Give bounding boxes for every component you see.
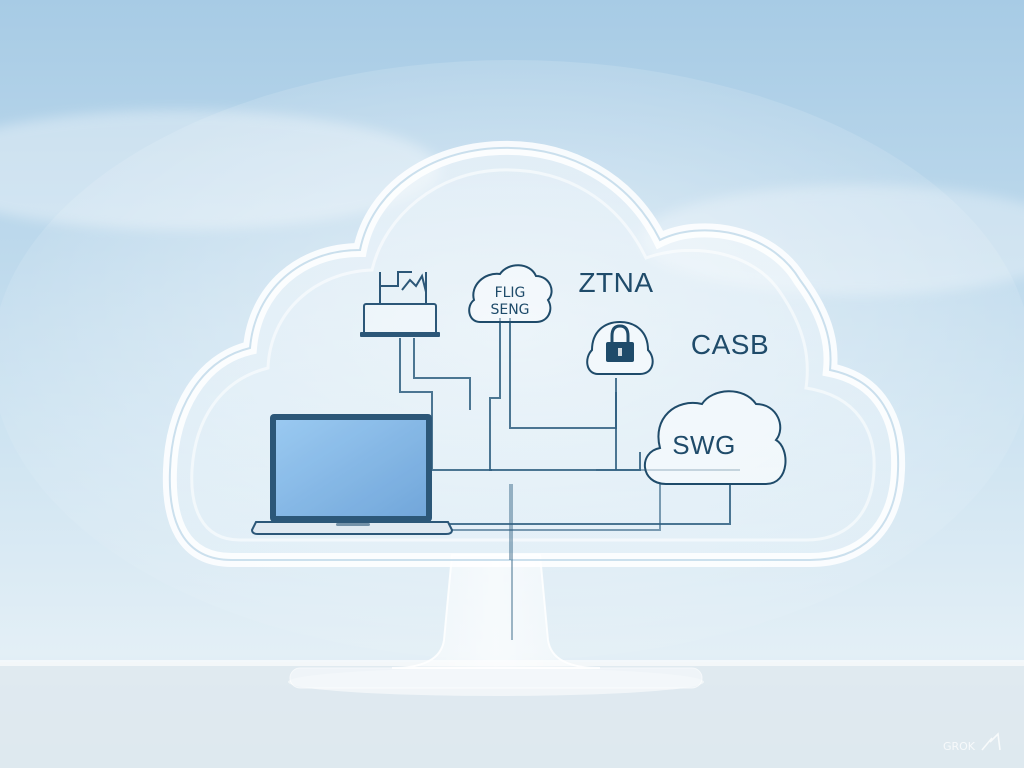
label-casb: CASB [691, 329, 769, 360]
stand-neck [391, 554, 601, 669]
watermark-label: GROK [943, 740, 976, 753]
label-swg: SWG [672, 430, 736, 460]
swg-cloud-icon [643, 390, 787, 485]
bubble-text-line1: FLIG [495, 285, 526, 301]
cloud-inner-edge [190, 168, 876, 542]
bubble-text-line2: SENG [490, 302, 529, 318]
stand-base-plate [289, 667, 703, 689]
laptop-icon [250, 414, 454, 535]
device-icon [360, 271, 440, 337]
label-ztna: ZTNA [578, 267, 653, 298]
watermark-logo-icon [981, 732, 1001, 751]
padlock-icon [586, 320, 654, 375]
bubble-cloud [468, 264, 553, 323]
cloud-outline [168, 146, 900, 561]
